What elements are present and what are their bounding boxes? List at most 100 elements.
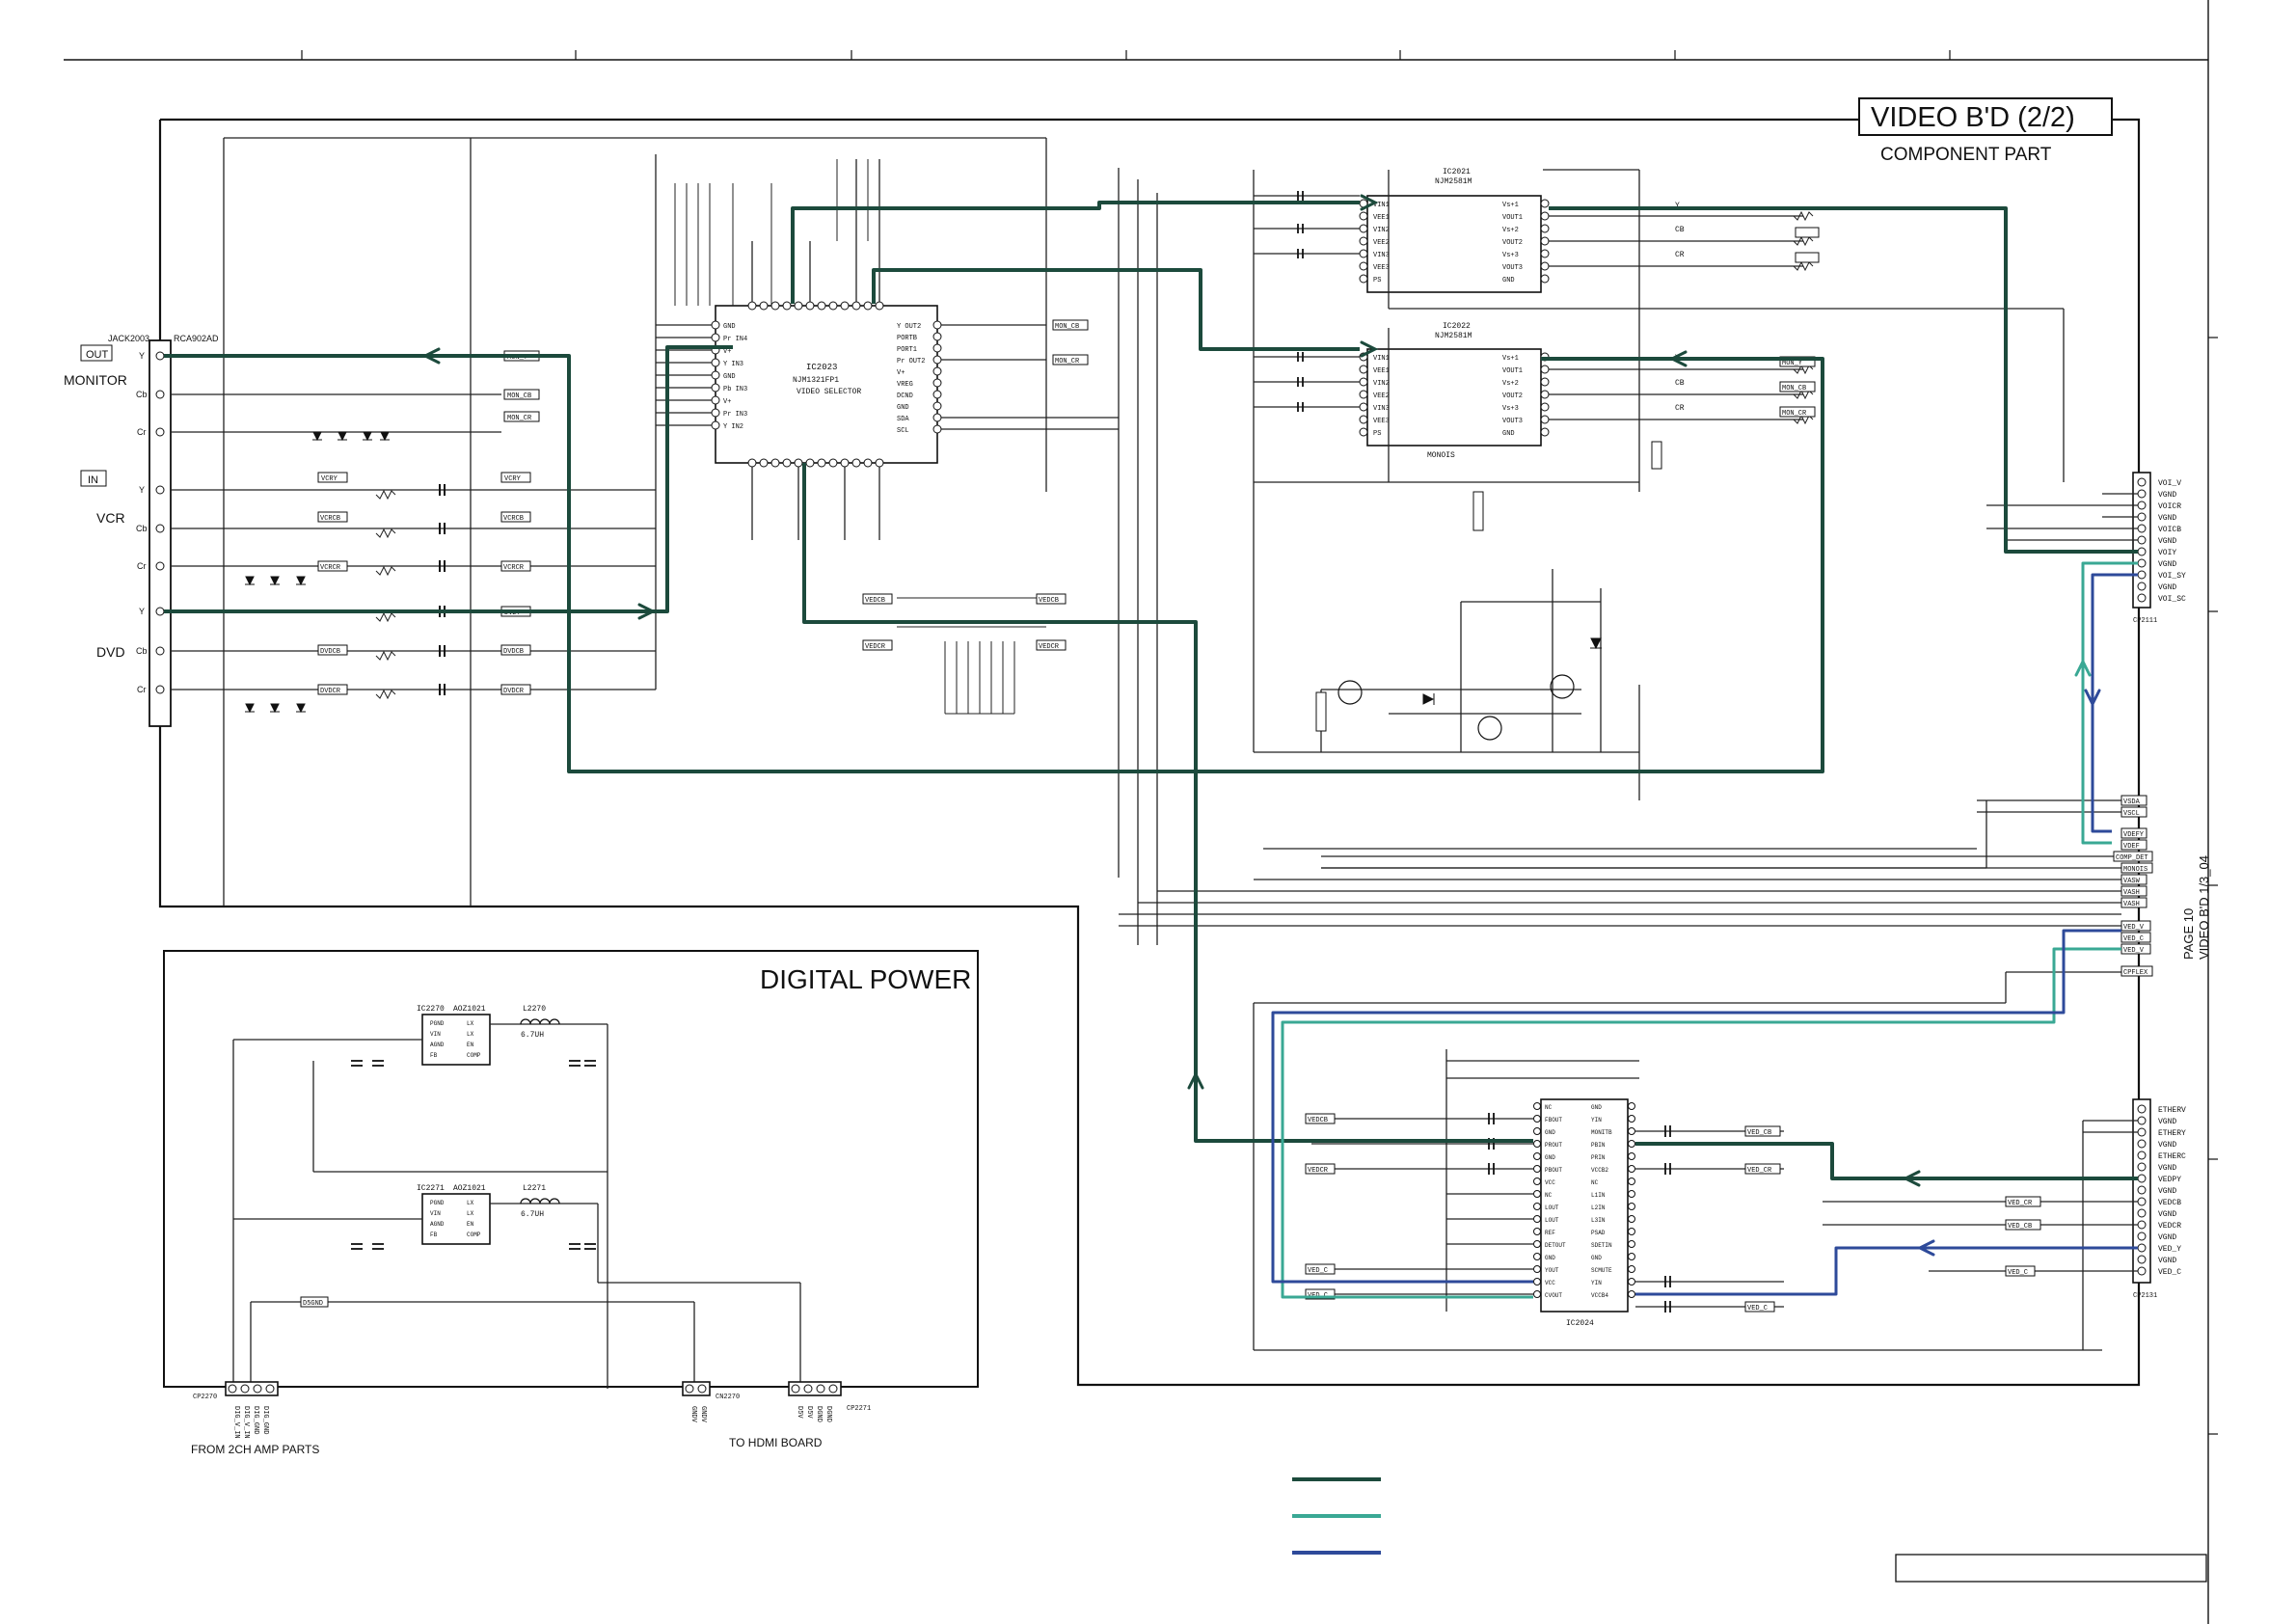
ic2024-left-pin: YOUT — [1545, 1267, 1559, 1274]
ic2023-left-pin: Pr IN3 — [723, 411, 747, 419]
ic2022-right-pin: Vs+2 — [1502, 380, 1519, 388]
ic2023-ref: IC2023 — [806, 363, 837, 372]
net-mon-cb: MON_CB — [1055, 323, 1079, 331]
ic2023-right-pin: SCL — [897, 427, 909, 435]
ic2021-right-pin: Vs+1 — [1502, 202, 1519, 209]
offpage-label: VASH — [2123, 889, 2140, 897]
ic2270-ref: IC2270 — [417, 1005, 445, 1014]
ic2022-right-pin: Vs+1 — [1502, 355, 1519, 363]
ic2024-left-pin: GND — [1545, 1129, 1555, 1136]
ic2024-left-pin: LOUT — [1545, 1217, 1559, 1224]
l2271-ref: L2271 — [523, 1184, 546, 1193]
ic2024-right-pin: MONITB — [1591, 1129, 1612, 1136]
ic2022-left-pin: VEE3 — [1373, 418, 1390, 425]
jack-pin-label: Cr — [137, 685, 147, 694]
group-monitor: MONITOR — [64, 372, 127, 388]
ic2022-ref: IC2022 — [1443, 322, 1471, 331]
ic2021-right-pin: Vs+3 — [1502, 252, 1519, 259]
cn2270-ref: CN2270 — [716, 1394, 740, 1401]
cp2111-pin: VGND — [2158, 491, 2176, 500]
out-label-y: Y — [1675, 202, 1680, 210]
ic2271-ref: IC2271 — [417, 1184, 445, 1193]
ic2024-right-pin: PSAD — [1591, 1230, 1606, 1236]
cp2131-pin: VEDPY — [2158, 1176, 2181, 1184]
buffer-wiring: Y CB CR Y CB CR MON_Y MON_CB MON_CR — [1118, 168, 2065, 945]
cp2270-connector: CP2270 DIG_V_IN DIG_V_IN DIG_GND DIG_GND… — [191, 1381, 319, 1456]
offpage-label: VASW — [2123, 878, 2141, 885]
ic2024-right-pin: L3IN — [1591, 1217, 1606, 1224]
ic2024-left-pin: FBOUT — [1545, 1117, 1562, 1123]
ic2270-pin: COMP — [467, 1052, 481, 1059]
ic2021-left-pin: VIN1 — [1373, 202, 1390, 209]
cp2131-pin: VGND — [2158, 1257, 2176, 1265]
ic2024-right-pin: NC — [1591, 1179, 1599, 1186]
cn2270-pin: GNDV — [699, 1406, 707, 1423]
ic2271-part: AOZ1021 — [453, 1184, 486, 1193]
net-dvd-cb: DVDCB — [320, 648, 340, 656]
cp2111-pin: VGND — [2158, 537, 2176, 546]
l2271-value: 6.7UH — [521, 1210, 544, 1219]
ic2023-right-pin: SDA — [897, 416, 909, 423]
l2270-value: 6.7UH — [521, 1031, 544, 1040]
sheet-frame — [64, 0, 2218, 1624]
group-dvd: DVD — [96, 644, 125, 660]
ic2024-left-pin: GND — [1545, 1154, 1555, 1161]
net-ved-cr: VED_CR — [1747, 1167, 1772, 1175]
jack-pin-label: Cb — [136, 390, 148, 399]
ic2271-pin: FB — [430, 1232, 438, 1238]
out-label-cb: CB — [1675, 379, 1685, 388]
ic2024-right-pin: YIN — [1591, 1117, 1602, 1123]
cp2131-pin: VGND — [2158, 1141, 2176, 1150]
ic2022-left-pin: PS — [1373, 430, 1381, 438]
cp2270-ref: CP2270 — [193, 1394, 217, 1401]
ic2022-left-pin: VEE1 — [1373, 367, 1390, 375]
ic2022-net: MONOIS — [1427, 451, 1455, 460]
net-vcr-cr: VCRCR — [320, 564, 341, 572]
net-ved-c: VED_C — [1747, 1305, 1768, 1313]
out-label-cr: CR — [1675, 251, 1685, 259]
net-vedcb: VEDCB — [1039, 597, 1059, 605]
ic2271-pin: AGND — [430, 1221, 445, 1228]
ic2024-left-pin: VCC — [1545, 1179, 1555, 1186]
net-vcr-y: VCRY — [504, 475, 522, 483]
input-network: MON_Y MON_CB MON_CR VCRY VCRY VCRCB VCRC… — [171, 137, 1046, 907]
cp2111-pin: VOI_SY — [2158, 572, 2186, 581]
cp2271-caption: TO HDMI BOARD — [729, 1436, 823, 1449]
cp2131-pin: VED_Y — [2158, 1245, 2181, 1254]
cp2271-pin: DGND — [824, 1406, 832, 1422]
jack-pin-label: Cb — [136, 646, 148, 656]
cp2131-pin: VGND — [2158, 1164, 2176, 1173]
cp2270-caption: FROM 2CH AMP PARTS — [191, 1443, 319, 1456]
ic2023-right-pin: Y OUT2 — [897, 323, 921, 331]
ic2270-pin: PGND — [430, 1020, 445, 1027]
ic2023-left-pin: GND — [723, 323, 736, 331]
out-label-cb: CB — [1675, 226, 1685, 234]
group-vcr: VCR — [96, 510, 125, 526]
net-ved-cb: VED_CB — [1747, 1129, 1771, 1137]
cp2131-pin: ETHERC — [2158, 1152, 2186, 1161]
ic2021-right-pin: Vs+2 — [1502, 227, 1519, 234]
connector-cp2111: CP2111 VOI_V VGND VOICR VGND VOICB VGND … — [1986, 472, 2186, 625]
ic2021-buffer: IC2021 NJM2581M VIN1 VEE1 VIN2 VEE2 VIN3… — [1359, 168, 1550, 293]
ic2021-left-pin: VIN3 — [1373, 252, 1390, 259]
ic2023-function: VIDEO SELECTOR — [797, 388, 861, 396]
ic2270-pin: EN — [467, 1042, 474, 1048]
offpage-label: VSDA — [2123, 798, 2141, 806]
ic2024-right-pin: SCMUTE — [1591, 1267, 1612, 1274]
ic2024-left-pin: GND — [1545, 1255, 1555, 1261]
ic2021-left-pin: VIN2 — [1373, 227, 1390, 234]
trace-arrows — [421, 194, 2101, 1257]
ic2023-part: NJM1321FP1 — [793, 376, 839, 385]
cp2111-ref: CP2111 — [2133, 617, 2157, 625]
offpage-label: VASH — [2123, 901, 2140, 908]
cn2270-pin: GNDV — [689, 1406, 697, 1423]
ic2270-pin: FB — [430, 1052, 438, 1059]
jack-pin-label: Y — [139, 607, 145, 616]
digital-power-title: DIGITAL POWER — [760, 964, 971, 994]
net-mon-cb: MON_CB — [1782, 385, 1806, 392]
ic2024-right-pin: SDETIN — [1591, 1242, 1612, 1249]
ic2270-pin: VIN — [430, 1031, 441, 1038]
ic2022-left-pin: VIN1 — [1373, 355, 1390, 363]
cp2131-pin: ETHERV — [2158, 1106, 2186, 1115]
ic2022-left-pin: VIN2 — [1373, 380, 1390, 388]
